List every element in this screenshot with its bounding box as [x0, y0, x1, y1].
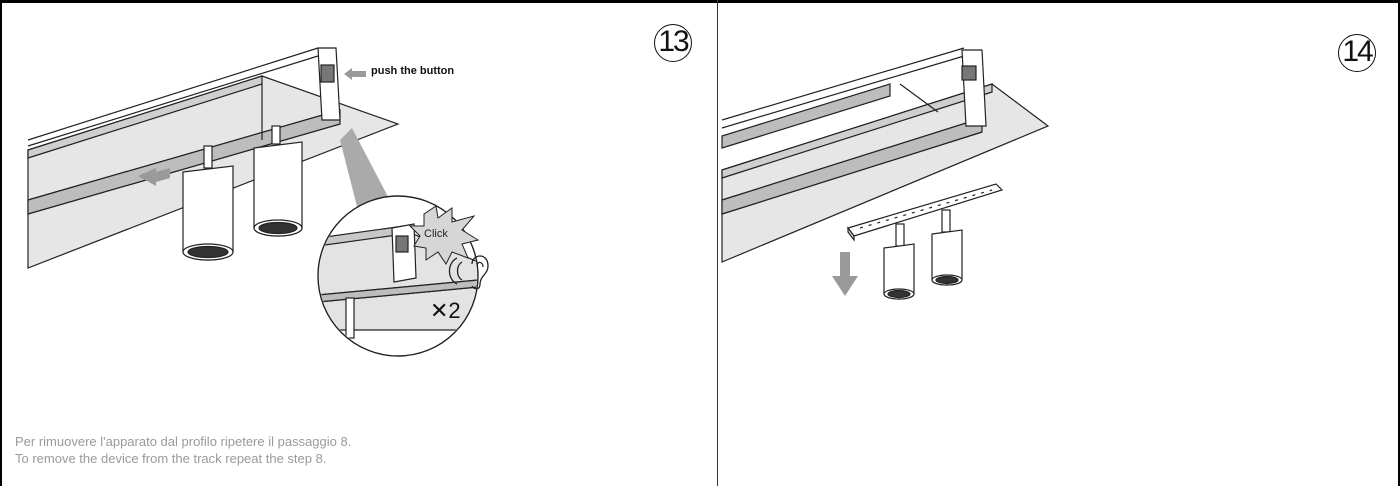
click-burst: [408, 205, 480, 265]
track-assembly-14: [721, 47, 1050, 263]
spotlight-13-right: [253, 125, 303, 237]
zoom-detail-circle: [317, 195, 479, 357]
ear-icon: [448, 255, 489, 290]
click-label: Click: [424, 228, 448, 240]
caption-italian: Per rimuovere l'apparato dal profilo rip…: [15, 434, 352, 449]
track-assembly-13: [27, 47, 400, 269]
panel-divider: [717, 0, 718, 486]
push-button-callout: push the button: [371, 65, 455, 77]
step-number-13: 13: [654, 24, 692, 62]
repeat-count-label: ✕2: [430, 298, 461, 323]
down-arrow-icon: [832, 252, 858, 296]
detached-light-module: [847, 183, 1004, 300]
slide-arrow-icon: [138, 168, 170, 186]
push-arrow-icon: [344, 68, 366, 80]
step-number-14: 14: [1338, 34, 1376, 72]
spotlight-13-left: [182, 145, 234, 261]
caption-english: To remove the device from the track repe…: [15, 451, 327, 466]
